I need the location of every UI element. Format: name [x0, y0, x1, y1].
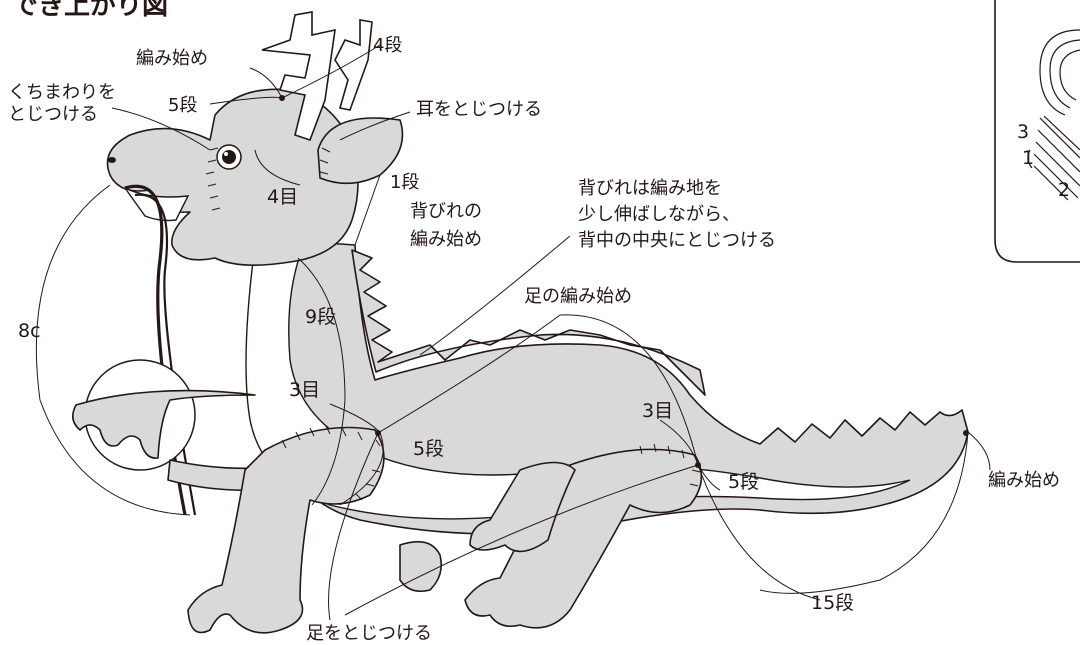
label-dan5-back: 5段: [728, 471, 759, 493]
label-sebire-note-3: 背中の中央にとじつける: [578, 230, 776, 251]
label-mimi: 耳をとじつける: [416, 99, 542, 120]
inset-panel: 3 1 2: [994, 0, 1080, 263]
inset-number-1: 1: [1022, 147, 1034, 169]
dragon-antler: [261, 11, 336, 142]
inset-number-3: 3: [1017, 121, 1029, 143]
label-sebire-2: 編み始め: [410, 229, 482, 250]
label-sebire-note-2: 少し伸ばしながら、: [578, 204, 740, 225]
dorsal-fin: [351, 249, 706, 396]
dragon-body: [254, 237, 969, 535]
label-amihajime-head: 編み始め: [136, 48, 208, 69]
label-dan5-front: 5段: [413, 438, 444, 460]
label-8c: 8c: [18, 320, 41, 342]
label-sebire-1: 背びれの: [410, 201, 482, 222]
label-ashi-toji: 足をとじつける: [306, 623, 432, 644]
label-sebire-note-1: 背びれは編み地を: [578, 178, 722, 199]
label-dan15: 15段: [811, 592, 854, 614]
front-leg: [187, 426, 385, 634]
label-me3-back: 3目: [642, 400, 673, 422]
inset-number-2: 2: [1058, 179, 1070, 201]
dragon: [72, 11, 969, 634]
start-points: [279, 95, 969, 468]
label-ashi-amihajime: 足の編み始め: [524, 286, 632, 307]
inset-coil-illustration: [1027, 29, 1080, 201]
label-me4: 4目: [267, 186, 298, 208]
label-dan1: 1段: [390, 172, 419, 193]
leader-lines: [35, 44, 991, 621]
label-amihajime-tail: 編み始め: [988, 470, 1060, 491]
label-me3-front: 3目: [289, 379, 320, 401]
diagram-title: でき上がり図: [12, 0, 168, 21]
label-kuchi-1: くちまわりを: [8, 82, 116, 103]
label-kuchi-2: とじつける: [8, 104, 98, 125]
label-dan9: 9段: [305, 306, 336, 328]
label-dan5-head: 5段: [168, 95, 197, 116]
front-claw: [72, 389, 256, 459]
back-leg: [464, 448, 703, 629]
label-dan4-top: 4段: [373, 35, 402, 56]
dragon-ear: [317, 117, 404, 185]
